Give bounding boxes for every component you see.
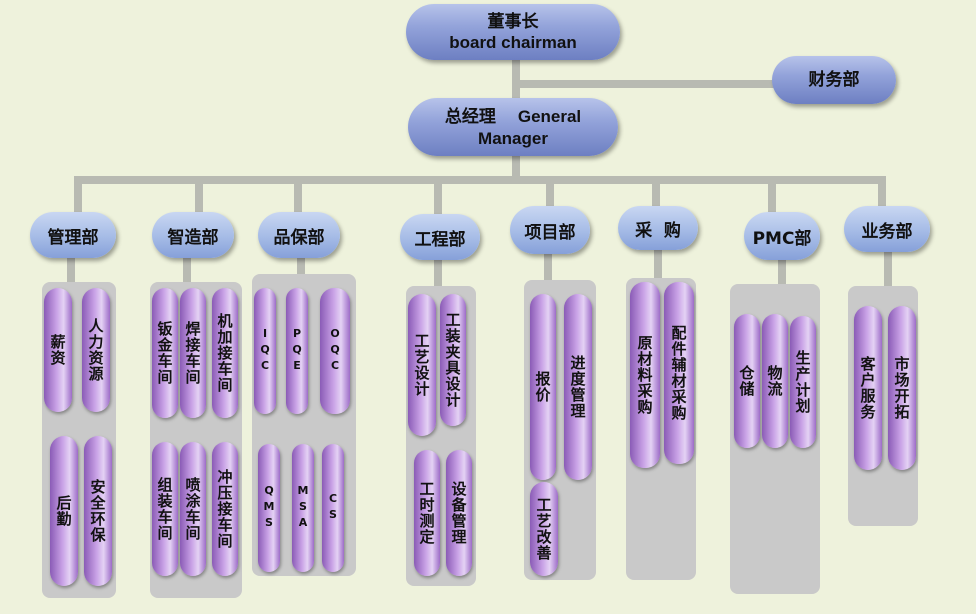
connector-dept-6 xyxy=(768,176,776,214)
unit-logistics[interactable]: 后勤 xyxy=(50,436,78,586)
dept-label: 工程部 xyxy=(414,229,466,250)
unit-human-resources[interactable]: 人力资源 xyxy=(82,288,110,412)
dept-manufacturing[interactable]: 智造部 xyxy=(152,212,234,258)
unit-oqc[interactable]: OQC xyxy=(320,288,350,414)
stub-dept-4 xyxy=(544,254,552,282)
unit-safety-environment[interactable]: 安全环保 xyxy=(84,436,112,586)
unit-customer-service[interactable]: 客户服务 xyxy=(854,306,882,470)
unit-msa[interactable]: MSA xyxy=(292,444,314,572)
dept-purchasing[interactable]: 采 购 xyxy=(618,206,698,250)
connector-dept-3 xyxy=(434,176,442,214)
unit-production-planning[interactable]: 生产计划 xyxy=(790,316,816,448)
dept-label: 采 购 xyxy=(635,220,681,241)
dept-label: 管理部 xyxy=(47,227,99,248)
stub-dept-5 xyxy=(654,248,662,280)
unit-welding-workshop[interactable]: 焊接车间 xyxy=(180,288,206,418)
stub-dept-7 xyxy=(884,250,892,288)
chairman-box[interactable]: 董事长 board chairman xyxy=(406,4,620,60)
gm-title-en2: Manager xyxy=(478,128,548,148)
finance-box[interactable]: 财务部 xyxy=(772,56,896,104)
stub-dept-6 xyxy=(778,258,786,286)
gm-title-zh: 总经理 xyxy=(444,106,496,127)
gm-title-line1: 总经理 General xyxy=(445,106,581,128)
connector-dept-0 xyxy=(74,176,82,214)
dept-pmc[interactable]: PMC部 xyxy=(744,212,820,260)
unit-stamping-workshop[interactable]: 冲压接车间 xyxy=(212,442,238,576)
unit-equipment-management[interactable]: 设备管理 xyxy=(446,450,472,576)
finance-title: 财务部 xyxy=(808,69,860,90)
dept-engineering[interactable]: 工程部 xyxy=(400,214,480,260)
connector-chairman-gm xyxy=(512,58,520,100)
dept-project[interactable]: 项目部 xyxy=(510,206,590,254)
dept-label: PMC部 xyxy=(752,228,812,249)
stub-dept-0 xyxy=(67,256,75,284)
unit-machining-workshop[interactable]: 机加接车间 xyxy=(212,288,238,418)
connector-dept-5 xyxy=(652,176,660,208)
stub-dept-2 xyxy=(297,256,305,276)
connector-finance xyxy=(520,80,774,88)
dept-quality[interactable]: 品保部 xyxy=(258,212,340,258)
chairman-title-en: board chairman xyxy=(449,33,577,52)
unit-fixture-design[interactable]: 工装夹具设计 xyxy=(440,294,466,426)
unit-progress-management[interactable]: 进度管理 xyxy=(564,294,592,480)
dept-label: 智造部 xyxy=(167,227,219,248)
general-manager-box[interactable]: 总经理 General Manager xyxy=(408,98,618,156)
stub-dept-3 xyxy=(434,258,442,286)
chairman-title-zh: 董事长 xyxy=(487,12,539,31)
unit-painting-workshop[interactable]: 喷涂车间 xyxy=(180,442,206,576)
unit-time-study[interactable]: 工时测定 xyxy=(414,450,440,576)
department-bus xyxy=(74,176,886,184)
unit-quotation[interactable]: 报价 xyxy=(530,294,556,480)
connector-gm-bus xyxy=(512,154,520,180)
unit-sheet-metal-workshop[interactable]: 钣金车间 xyxy=(152,288,178,418)
connector-dept-1 xyxy=(195,176,203,214)
unit-process-improvement[interactable]: 工艺改善 xyxy=(530,482,558,576)
unit-warehousing[interactable]: 仓储 xyxy=(734,314,760,448)
dept-label: 项目部 xyxy=(524,222,576,243)
unit-qms[interactable]: QMS xyxy=(258,444,280,572)
unit-assembly-workshop[interactable]: 组装车间 xyxy=(152,442,178,576)
gm-title-en1: General xyxy=(517,106,582,126)
unit-raw-material-purchasing[interactable]: 原材料采购 xyxy=(630,282,660,468)
stub-dept-1 xyxy=(183,256,191,284)
unit-market-development[interactable]: 市场开拓 xyxy=(888,306,916,470)
connector-dept-4 xyxy=(546,176,554,208)
unit-parts-purchasing[interactable]: 配件辅材采购 xyxy=(664,282,694,464)
unit-process-design[interactable]: 工艺设计 xyxy=(408,294,436,436)
dept-management[interactable]: 管理部 xyxy=(30,212,116,258)
dept-label: 品保部 xyxy=(273,227,325,248)
connector-dept-2 xyxy=(294,176,302,214)
unit-iqc[interactable]: IQC xyxy=(254,288,276,414)
unit-cs[interactable]: CS xyxy=(322,444,344,572)
unit-salary[interactable]: 薪资 xyxy=(44,288,72,412)
dept-label: 业务部 xyxy=(861,221,913,242)
dept-business[interactable]: 业务部 xyxy=(844,206,930,252)
connector-dept-7 xyxy=(878,176,886,208)
unit-logistics-pmc[interactable]: 物流 xyxy=(762,314,788,448)
unit-pqe[interactable]: PQE xyxy=(286,288,308,414)
